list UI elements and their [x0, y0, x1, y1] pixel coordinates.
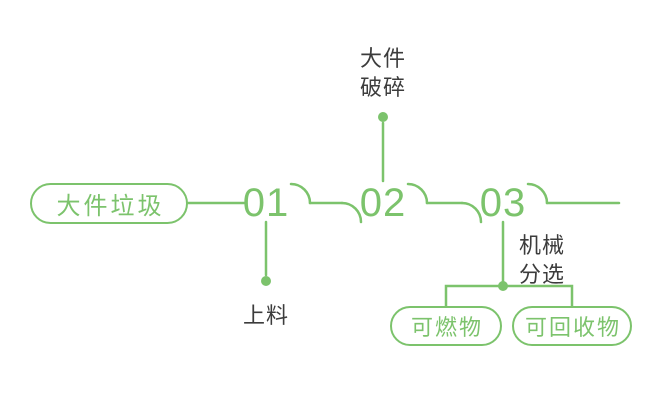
hook-arc-before-step3 [460, 201, 483, 224]
step2-label-line1: 大件 [359, 46, 407, 71]
output-node-combustible: 可燃物 [390, 306, 502, 346]
output-node-recyclable-label: 可回收物 [524, 315, 621, 340]
hook-arc-before-step2 [340, 201, 363, 224]
step2-label: 大件 破碎 [360, 44, 406, 102]
step3-label: 机械 分选 [519, 231, 565, 289]
output-node-combustible-label: 可燃物 [410, 315, 483, 340]
step3-branch-lines [444, 284, 574, 308]
step2-endpoint-dot [378, 112, 388, 122]
step3-junction-dot [498, 281, 508, 291]
step3-label-line1: 机械 [519, 233, 566, 258]
hook-arc-after-step3 [526, 182, 549, 205]
source-node: 大件垃圾 [30, 183, 188, 224]
step2-number: 02 [359, 181, 407, 225]
step1-label: 上料 [242, 303, 290, 328]
step3-number: 03 [479, 181, 527, 225]
hook-arc-after-step2 [406, 182, 429, 205]
step1-endpoint-dot [261, 276, 271, 286]
output-node-recyclable: 可回收物 [512, 306, 632, 346]
step1-number: 01 [242, 181, 290, 225]
step2-label-line2: 破碎 [359, 75, 407, 100]
hook-arc-after-step1 [289, 182, 312, 205]
step3-label-line2: 分选 [519, 262, 566, 287]
source-node-label: 大件垃圾 [56, 193, 165, 220]
